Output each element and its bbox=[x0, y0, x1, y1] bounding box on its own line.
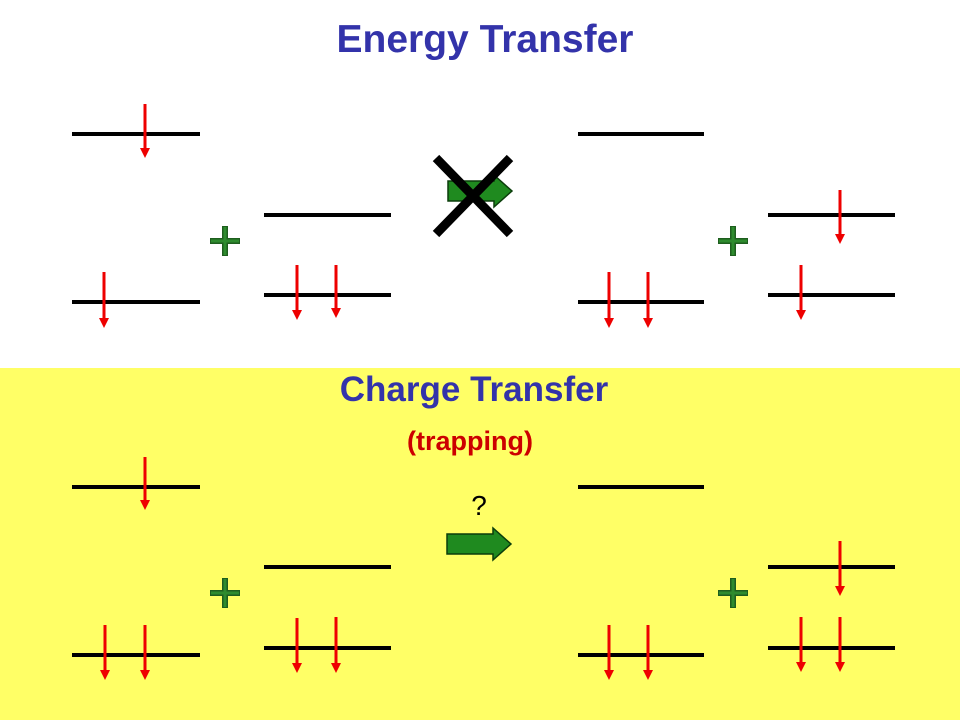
spin-down-arrowhead-icon bbox=[140, 148, 150, 158]
plus-icon bbox=[719, 227, 747, 255]
spin-down-arrowhead-icon bbox=[796, 662, 806, 672]
plus-icon bbox=[211, 227, 239, 255]
spin-down-arrowhead-icon bbox=[835, 586, 845, 596]
spin-down-arrowhead-icon bbox=[835, 662, 845, 672]
energy-transfer-title: Energy Transfer bbox=[336, 18, 634, 61]
spin-down-arrowhead-icon bbox=[604, 318, 614, 328]
charge-transfer-title: Charge Transfer bbox=[339, 370, 609, 409]
plus-icon bbox=[211, 579, 239, 607]
spin-down-arrowhead-icon bbox=[835, 234, 845, 244]
spin-down-arrowhead-icon bbox=[292, 663, 302, 673]
trapping-subtitle: (trapping) bbox=[407, 426, 533, 456]
spin-down-arrowhead-icon bbox=[643, 318, 653, 328]
plus-icon bbox=[719, 579, 747, 607]
spin-down-arrowhead-icon bbox=[643, 670, 653, 680]
spin-down-arrowhead-icon bbox=[100, 670, 110, 680]
question-mark: ? bbox=[471, 490, 487, 521]
cross-x-icon bbox=[432, 154, 514, 238]
spin-down-arrowhead-icon bbox=[140, 670, 150, 680]
spin-down-arrowhead-icon bbox=[331, 308, 341, 318]
right-block-arrow-icon bbox=[446, 526, 513, 562]
spin-down-arrowhead-icon bbox=[604, 670, 614, 680]
spin-down-arrowhead-icon bbox=[796, 310, 806, 320]
spin-down-arrowhead-icon bbox=[331, 663, 341, 673]
spin-down-arrowhead-icon bbox=[99, 318, 109, 328]
spin-down-arrowhead-icon bbox=[292, 310, 302, 320]
spin-down-arrowhead-icon bbox=[140, 500, 150, 510]
